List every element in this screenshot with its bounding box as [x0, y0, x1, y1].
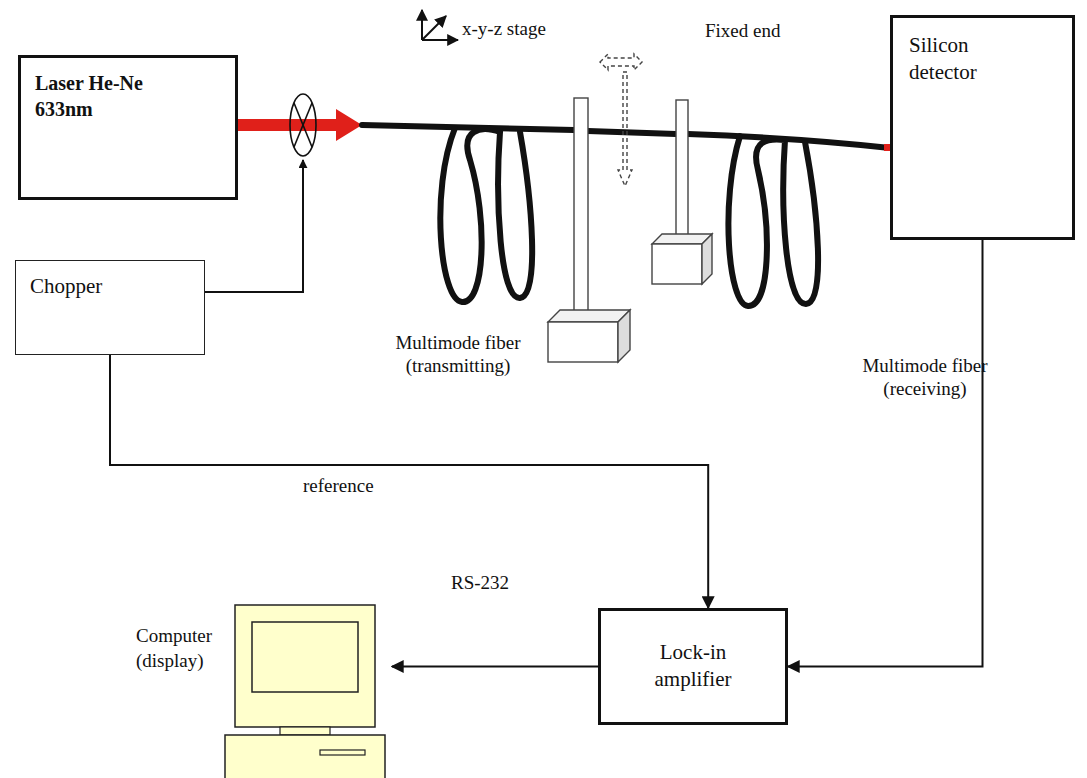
node-label: Chopper [30, 273, 190, 300]
node-label: Silicon detector [909, 32, 1019, 87]
laser-box: Laser He-Ne 633nm [18, 55, 238, 200]
signal-connector [788, 240, 983, 667]
monitor [235, 605, 375, 727]
monitor-neck [280, 727, 330, 735]
node-label: Computer (display) [136, 624, 236, 673]
axes-symbol [422, 10, 458, 40]
motion-arrows [600, 54, 642, 186]
fixed-end-label: Fixed end [705, 20, 825, 43]
xyz-stage [548, 98, 630, 362]
computer-base [225, 735, 385, 778]
computer-node: Computer (display) [130, 600, 392, 778]
connector-label: reference [300, 475, 377, 497]
chopper-box: Chopper [15, 260, 205, 355]
screen [252, 622, 358, 692]
node-label: Laser He-Ne 633nm [35, 70, 165, 122]
fiber-label: Multimode fiber (receiving) [845, 355, 1005, 401]
chopper-wheel [290, 94, 316, 156]
fiber-label: Multimode fiber (transmitting) [378, 332, 538, 378]
node-label: Lock-in amplifier [619, 639, 767, 694]
connector-label: RS-232 [448, 572, 512, 594]
drive-slot [320, 750, 365, 755]
detector-box: Silicon detector [890, 15, 1075, 240]
signal-connector [392, 666, 598, 668]
signal-connector [110, 355, 708, 608]
stage-label: x-y-z stage [462, 18, 592, 41]
laser-beam [238, 109, 362, 141]
optical-fiber [362, 125, 890, 306]
fixed-stand [652, 100, 712, 284]
lockin-box: Lock-in amplifier [598, 608, 788, 725]
